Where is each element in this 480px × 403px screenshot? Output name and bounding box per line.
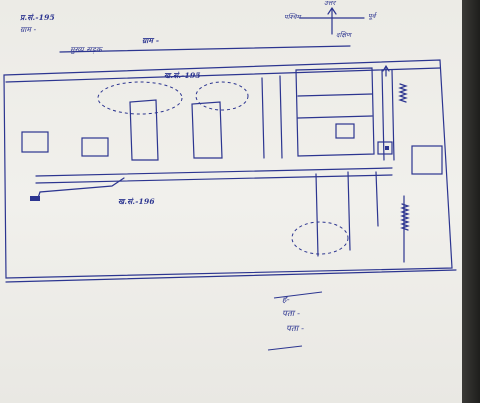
compass-west: पश्चिम: [284, 13, 301, 21]
header-center: ग्राम -: [142, 36, 160, 45]
divider-right-1: [273, 291, 323, 299]
plot-bar-3: [261, 77, 265, 159]
top-road: [5, 67, 441, 83]
building-inner-1: [297, 93, 373, 97]
box-1: [21, 131, 49, 153]
header-underline: [59, 45, 351, 53]
detail-line: पता -: [286, 324, 305, 334]
tree-circle-3: [291, 221, 349, 255]
road-mark: [37, 177, 125, 199]
compass-north: उत्तर: [324, 0, 336, 7]
building-box: [335, 123, 355, 139]
plot-bar-1: [129, 99, 159, 161]
header-subtitle: मुख्य सड़क: [70, 45, 102, 54]
plot-bar-4: [279, 75, 283, 159]
plot-label-top: ख.सं.-195: [164, 71, 201, 80]
middle-road-top: [35, 167, 393, 177]
header-line-2: ग्राम -: [20, 25, 37, 34]
compass-arrow-up: [327, 7, 337, 15]
right-box: [411, 145, 443, 175]
right-hatch: [398, 83, 410, 231]
plot-label-bottom: ख.सं.-196: [118, 197, 155, 206]
lower-road-3: [375, 171, 379, 227]
right-box-small: [377, 141, 393, 155]
compass-south: दक्षिण: [336, 31, 352, 39]
divider-right-2: [267, 345, 303, 351]
tree-circle-2: [195, 81, 249, 111]
right-road-2: [391, 69, 395, 161]
table-edge: [462, 0, 480, 403]
mark-1: [30, 196, 40, 201]
middle-road-bottom: [35, 174, 393, 184]
lower-road-2: [347, 171, 351, 251]
tree-circle-1: [97, 81, 183, 115]
compass-east: पूर्व: [368, 12, 376, 20]
box-2: [81, 137, 109, 157]
detail-line: ह-: [282, 295, 290, 305]
right-road-1: [381, 69, 385, 161]
building-inner-2: [297, 115, 373, 119]
detail-line: पता -: [282, 309, 301, 319]
map-border: [3, 59, 453, 279]
building-block: [295, 67, 375, 157]
bottom-divider: [5, 269, 457, 283]
mark-2: [385, 146, 389, 150]
up-arrow: [382, 65, 390, 77]
header-line-1: प्र.सं.-195: [20, 13, 55, 22]
plot-bar-2: [191, 101, 223, 159]
lower-road-1: [315, 173, 319, 257]
